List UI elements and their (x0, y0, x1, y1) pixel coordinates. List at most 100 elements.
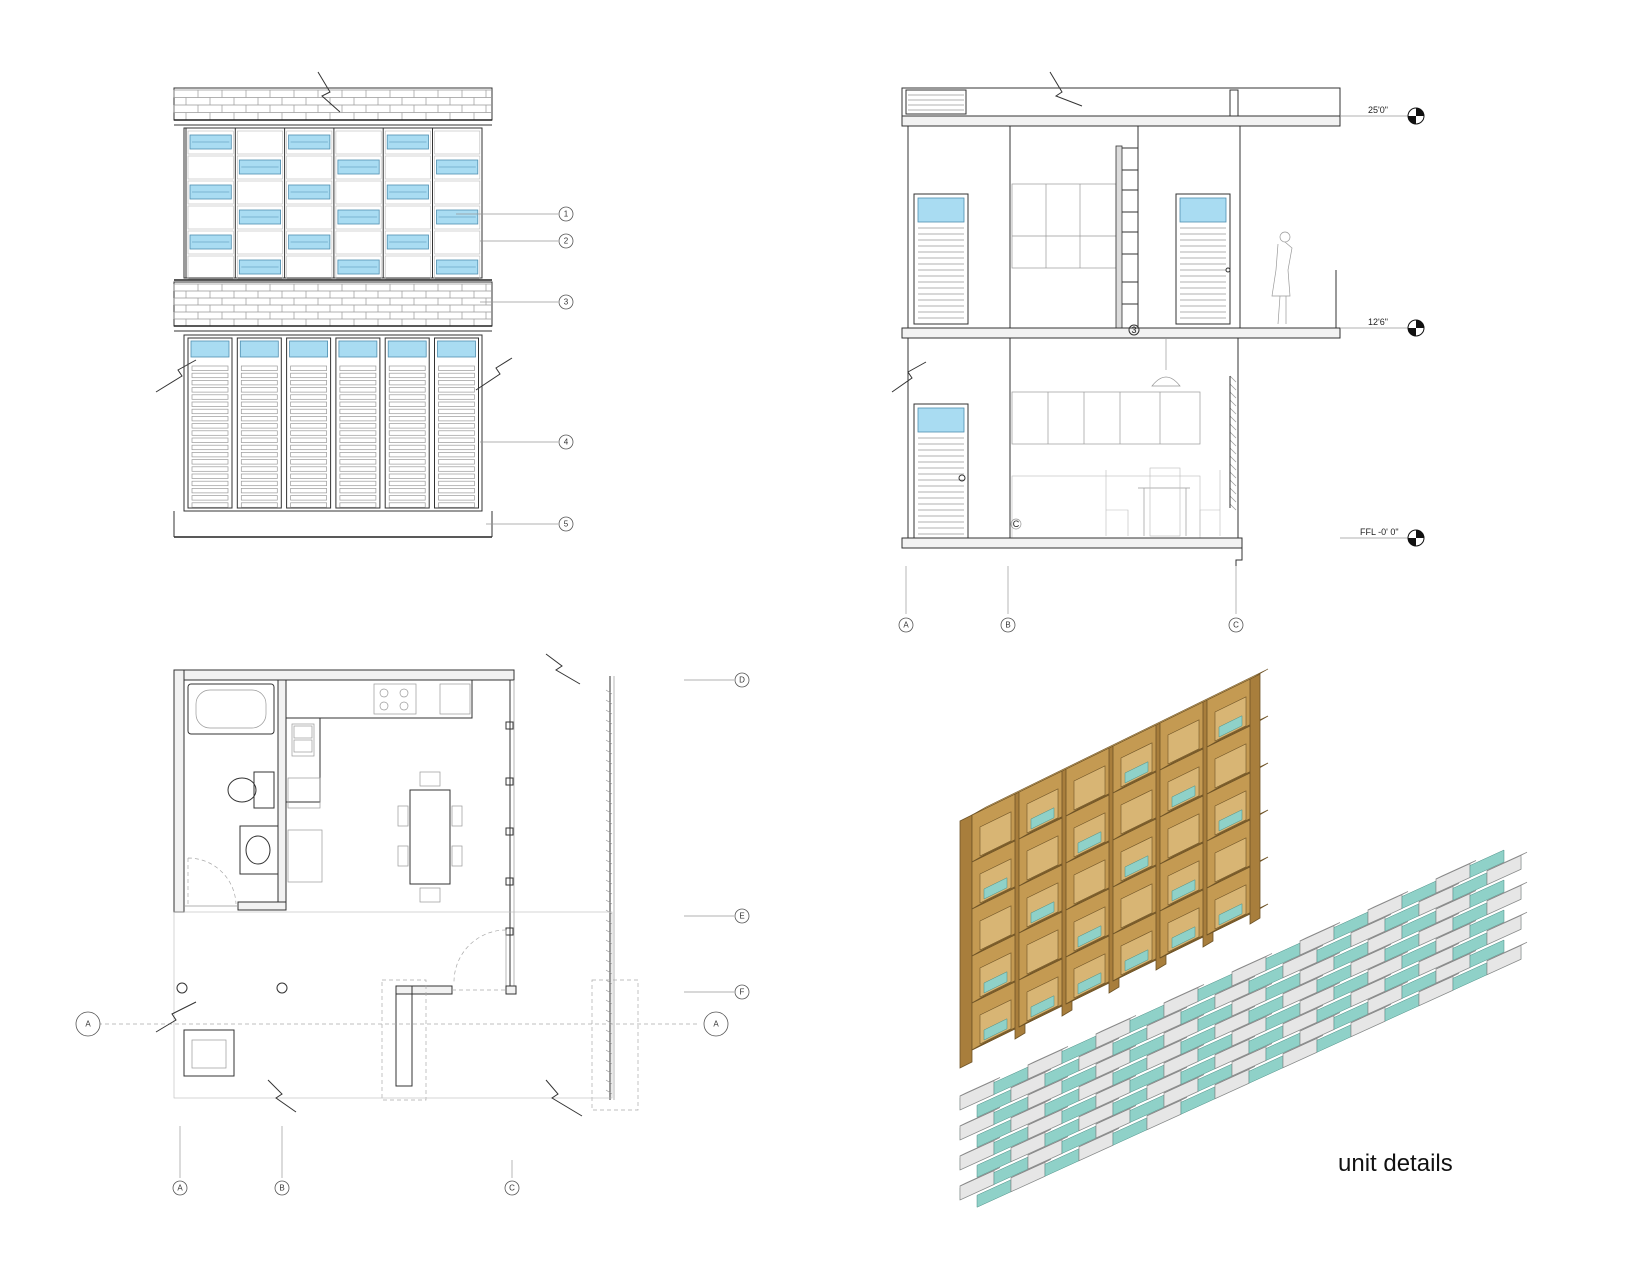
glass-block-tick (605, 829, 613, 835)
louver-slat (438, 488, 475, 494)
concrete-brick-top (1027, 1076, 1069, 1096)
shelf-glass-block (1077, 972, 1102, 995)
louver-slat (191, 372, 229, 379)
louver-slat (388, 423, 426, 429)
louver-slat (240, 473, 278, 479)
louver-slat (339, 459, 377, 465)
shelf-post (505, 827, 514, 836)
shelf-glass-block (1077, 925, 1102, 948)
louvered-doors (187, 337, 479, 509)
louver-slat (191, 459, 229, 465)
concrete-brick-top (1163, 984, 1205, 1004)
concrete-brick-top (1486, 911, 1528, 932)
concrete-brick-top (1214, 1005, 1256, 1026)
glass-block-tick (605, 1039, 613, 1045)
louver-slat (191, 480, 229, 487)
concrete-brick-top (1010, 1158, 1052, 1179)
shelf-glass-block (1124, 855, 1149, 878)
louver-slat (240, 372, 278, 379)
concrete-brick-top (1418, 942, 1460, 963)
shelf-cell (384, 130, 431, 155)
shelf-cell (1073, 765, 1106, 811)
glass-block-tick (605, 879, 613, 885)
shelf-cell (979, 811, 1012, 857)
shelf-cell (335, 230, 382, 255)
concrete-brick-top (1299, 922, 1341, 942)
louver-slat (191, 365, 229, 371)
louver-slat (339, 452, 377, 458)
louver-slat (388, 408, 426, 415)
louver-slat (290, 437, 327, 443)
glass-block-tick (605, 889, 613, 895)
concrete-brick-top (1299, 982, 1341, 1002)
upper-cabinets (1011, 183, 1117, 269)
louver-slat (240, 380, 278, 386)
glass-block-tick (605, 729, 613, 735)
transom-glass (437, 340, 476, 358)
concrete-brick-top (1163, 1014, 1205, 1034)
concrete-brick-top (1486, 851, 1528, 872)
louver-slat (240, 495, 278, 501)
transom-glass (239, 340, 279, 358)
concrete-brick-top (1350, 1003, 1392, 1024)
glass-block-tick (605, 699, 613, 705)
shelf-cell (187, 155, 234, 180)
section-grid-tag-c: C (1228, 617, 1244, 633)
plan-grid-tag-f: F (734, 984, 750, 1000)
shelf-cell (434, 155, 481, 180)
shelf-cell (434, 130, 481, 155)
svg-text:B: B (279, 1184, 284, 1193)
concrete-brick-top (959, 1167, 1001, 1187)
shelf-cell (286, 230, 333, 255)
shelf-cell (237, 180, 283, 205)
shelf-glass-block (1218, 715, 1243, 738)
glass-block-tick (605, 899, 613, 905)
concrete-brick-top (1163, 1074, 1205, 1094)
louver-slat (388, 473, 426, 479)
glass-block-tick (605, 789, 613, 795)
glass-block-tick (605, 1059, 613, 1065)
sheet-caption: unit details (1338, 1150, 1453, 1177)
transom-glass (338, 340, 378, 358)
louver-slat (240, 401, 278, 407)
louver-slat (339, 387, 377, 393)
shelf-cell (434, 255, 481, 280)
louver-slat (339, 437, 377, 443)
glass-block-tick (605, 979, 613, 985)
shelf-cell (434, 205, 481, 230)
glass-block-tick (605, 769, 613, 775)
louver-slat (290, 372, 327, 379)
glass-block-tick (605, 1029, 613, 1035)
dining-table-plan (397, 771, 463, 903)
shelf-cell (434, 230, 481, 255)
concrete-brick-top (1214, 975, 1256, 996)
louver-slat (339, 502, 377, 508)
glass-block-tick (605, 1019, 613, 1025)
shelf-box (1122, 281, 1139, 305)
glass-block-hatch (1229, 447, 1237, 455)
callout-3: 3 (558, 294, 574, 310)
shelf-cell (384, 230, 431, 255)
glass-block-hatch (1229, 471, 1237, 479)
shelf-glass-block (1030, 901, 1055, 924)
shelf-cell (1214, 743, 1247, 789)
bathroom-sink (239, 825, 279, 875)
concrete-brick-top (1231, 983, 1273, 1003)
shelf-glass-block (1030, 995, 1055, 1018)
concrete-brick-top (1146, 1066, 1188, 1087)
shelf-cell (434, 180, 481, 205)
louver-slat (388, 502, 426, 508)
section-mark-a-left: A (75, 1011, 101, 1037)
louver-slat (240, 480, 278, 487)
louver-slat (191, 387, 229, 393)
louver-slat (290, 488, 327, 494)
shelf-box (1122, 147, 1139, 171)
concrete-brick-top (1367, 951, 1409, 971)
louver-slat (438, 502, 475, 508)
glass-block-hatch (1229, 383, 1237, 391)
glass-block-hatch (1229, 479, 1237, 487)
louver-slat (191, 437, 229, 443)
louver-slat (339, 430, 377, 436)
louver-slat (388, 452, 426, 458)
